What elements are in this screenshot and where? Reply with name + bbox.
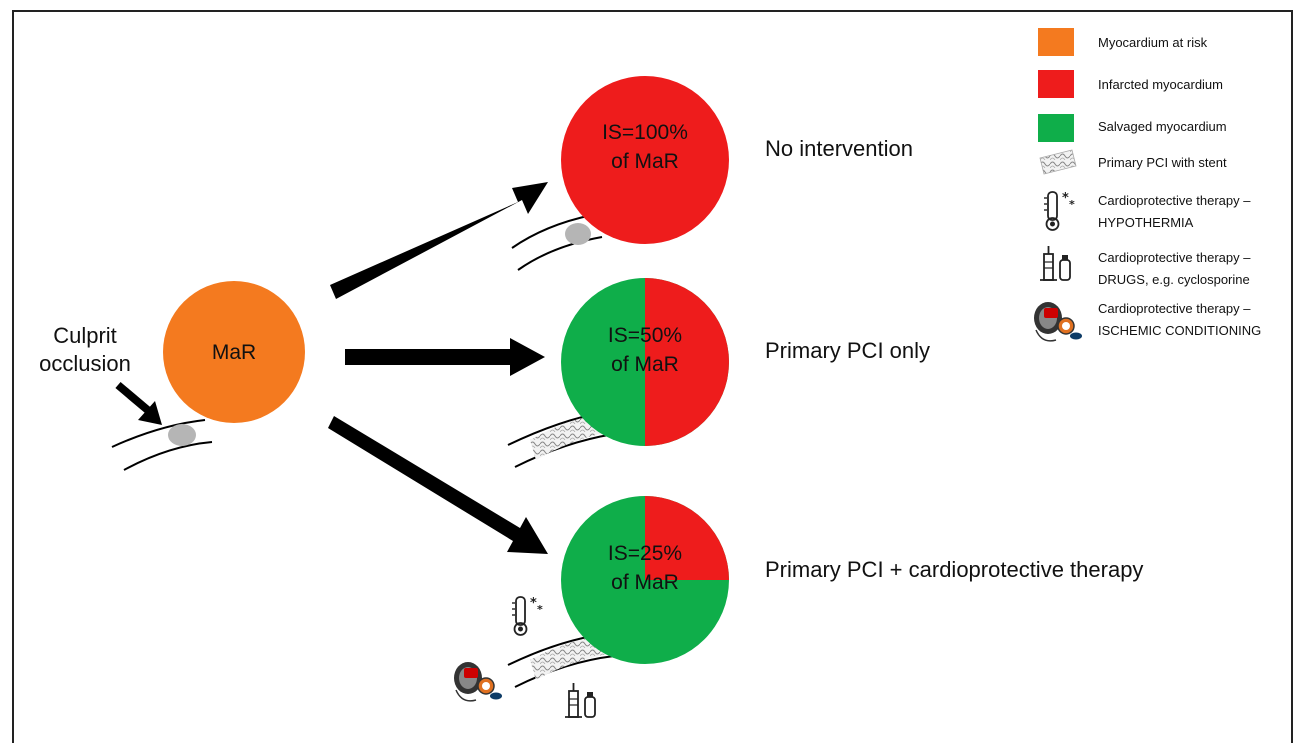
legend-swatch-infarcted: [1038, 70, 1074, 98]
occluded-artery: [111, 419, 213, 471]
legend-label-7a: Cardioprotective therapy –: [1098, 301, 1251, 316]
syringe-vial-icon: [1040, 246, 1071, 281]
blood-pressure-cuff-icon: [454, 662, 502, 702]
stent-graphic: [530, 414, 608, 460]
svg-text:*: *: [1062, 191, 1069, 206]
legend-label-5a: Cardioprotective therapy –: [1098, 193, 1251, 208]
legend-swatch-myocardium-at-risk: [1038, 28, 1074, 56]
figure-frame: [12, 10, 1293, 743]
legend-label-6b: DRUGS, e.g. cyclosporine: [1098, 272, 1250, 287]
outcome-pie-no-intervention: [561, 76, 729, 244]
legend-label-7b: ISCHEMIC CONDITIONING: [1098, 323, 1261, 338]
occlusion-plaque: [168, 424, 196, 446]
outcome-3-mar-label: of MaR: [611, 571, 679, 594]
outcome-pie-pci-plus-therapy: [561, 496, 729, 664]
stent-graphic: [530, 636, 608, 680]
outcome-1-mar-label: of MaR: [611, 150, 679, 173]
legend-label-2: Infarcted myocardium: [1098, 77, 1223, 92]
outcome-2-mar-label: of MaR: [611, 353, 679, 376]
legend-label-4: Primary PCI with stent: [1098, 155, 1227, 170]
outcome-pie-primary-pci: [561, 278, 729, 446]
thermometer-icon: * *: [1044, 191, 1075, 231]
svg-text:*: *: [1069, 198, 1075, 211]
legend-swatch-salvaged: [1038, 114, 1074, 142]
outcome-3-is-label: IS=25%: [608, 542, 682, 565]
artery-outcome-1: [511, 214, 603, 271]
arrow-to-no-intervention: [330, 182, 548, 299]
svg-text:*: *: [530, 596, 537, 611]
outcome-1-description: No intervention: [765, 136, 913, 161]
occlusion-arrow: [115, 381, 162, 425]
legend-label-6a: Cardioprotective therapy –: [1098, 250, 1251, 265]
occlusion-label-line1: Culprit: [53, 323, 117, 348]
outcome-2-description: Primary PCI only: [765, 338, 930, 363]
legend-label-5b: HYPOTHERMIA: [1098, 215, 1194, 230]
syringe-vial-icon: [565, 683, 596, 718]
infarcted-slice: [645, 496, 729, 580]
thermometer-icon: * *: [512, 596, 543, 636]
legend-label-3: Salvaged myocardium: [1098, 119, 1227, 134]
legend: Myocardium at risk Infarcted myocardium …: [1034, 28, 1261, 342]
infarcted-slice: [561, 76, 729, 244]
infarcted-slice: [645, 278, 729, 446]
outcome-2-is-label: IS=50%: [608, 324, 682, 347]
stent-icon: [1039, 149, 1077, 175]
outcome-3-description: Primary PCI + cardioprotective therapy: [765, 557, 1143, 582]
mar-label: MaR: [212, 341, 256, 364]
blood-pressure-cuff-icon: [1034, 302, 1082, 342]
arrow-to-primary-pci: [345, 338, 545, 376]
arrow-to-pci-plus-therapy: [328, 416, 548, 554]
occlusion-label-line2: occlusion: [39, 351, 131, 376]
svg-text:*: *: [537, 603, 543, 616]
mar-circle: [163, 281, 305, 423]
outcome-1-is-label: IS=100%: [602, 121, 688, 144]
legend-label-1: Myocardium at risk: [1098, 35, 1208, 50]
